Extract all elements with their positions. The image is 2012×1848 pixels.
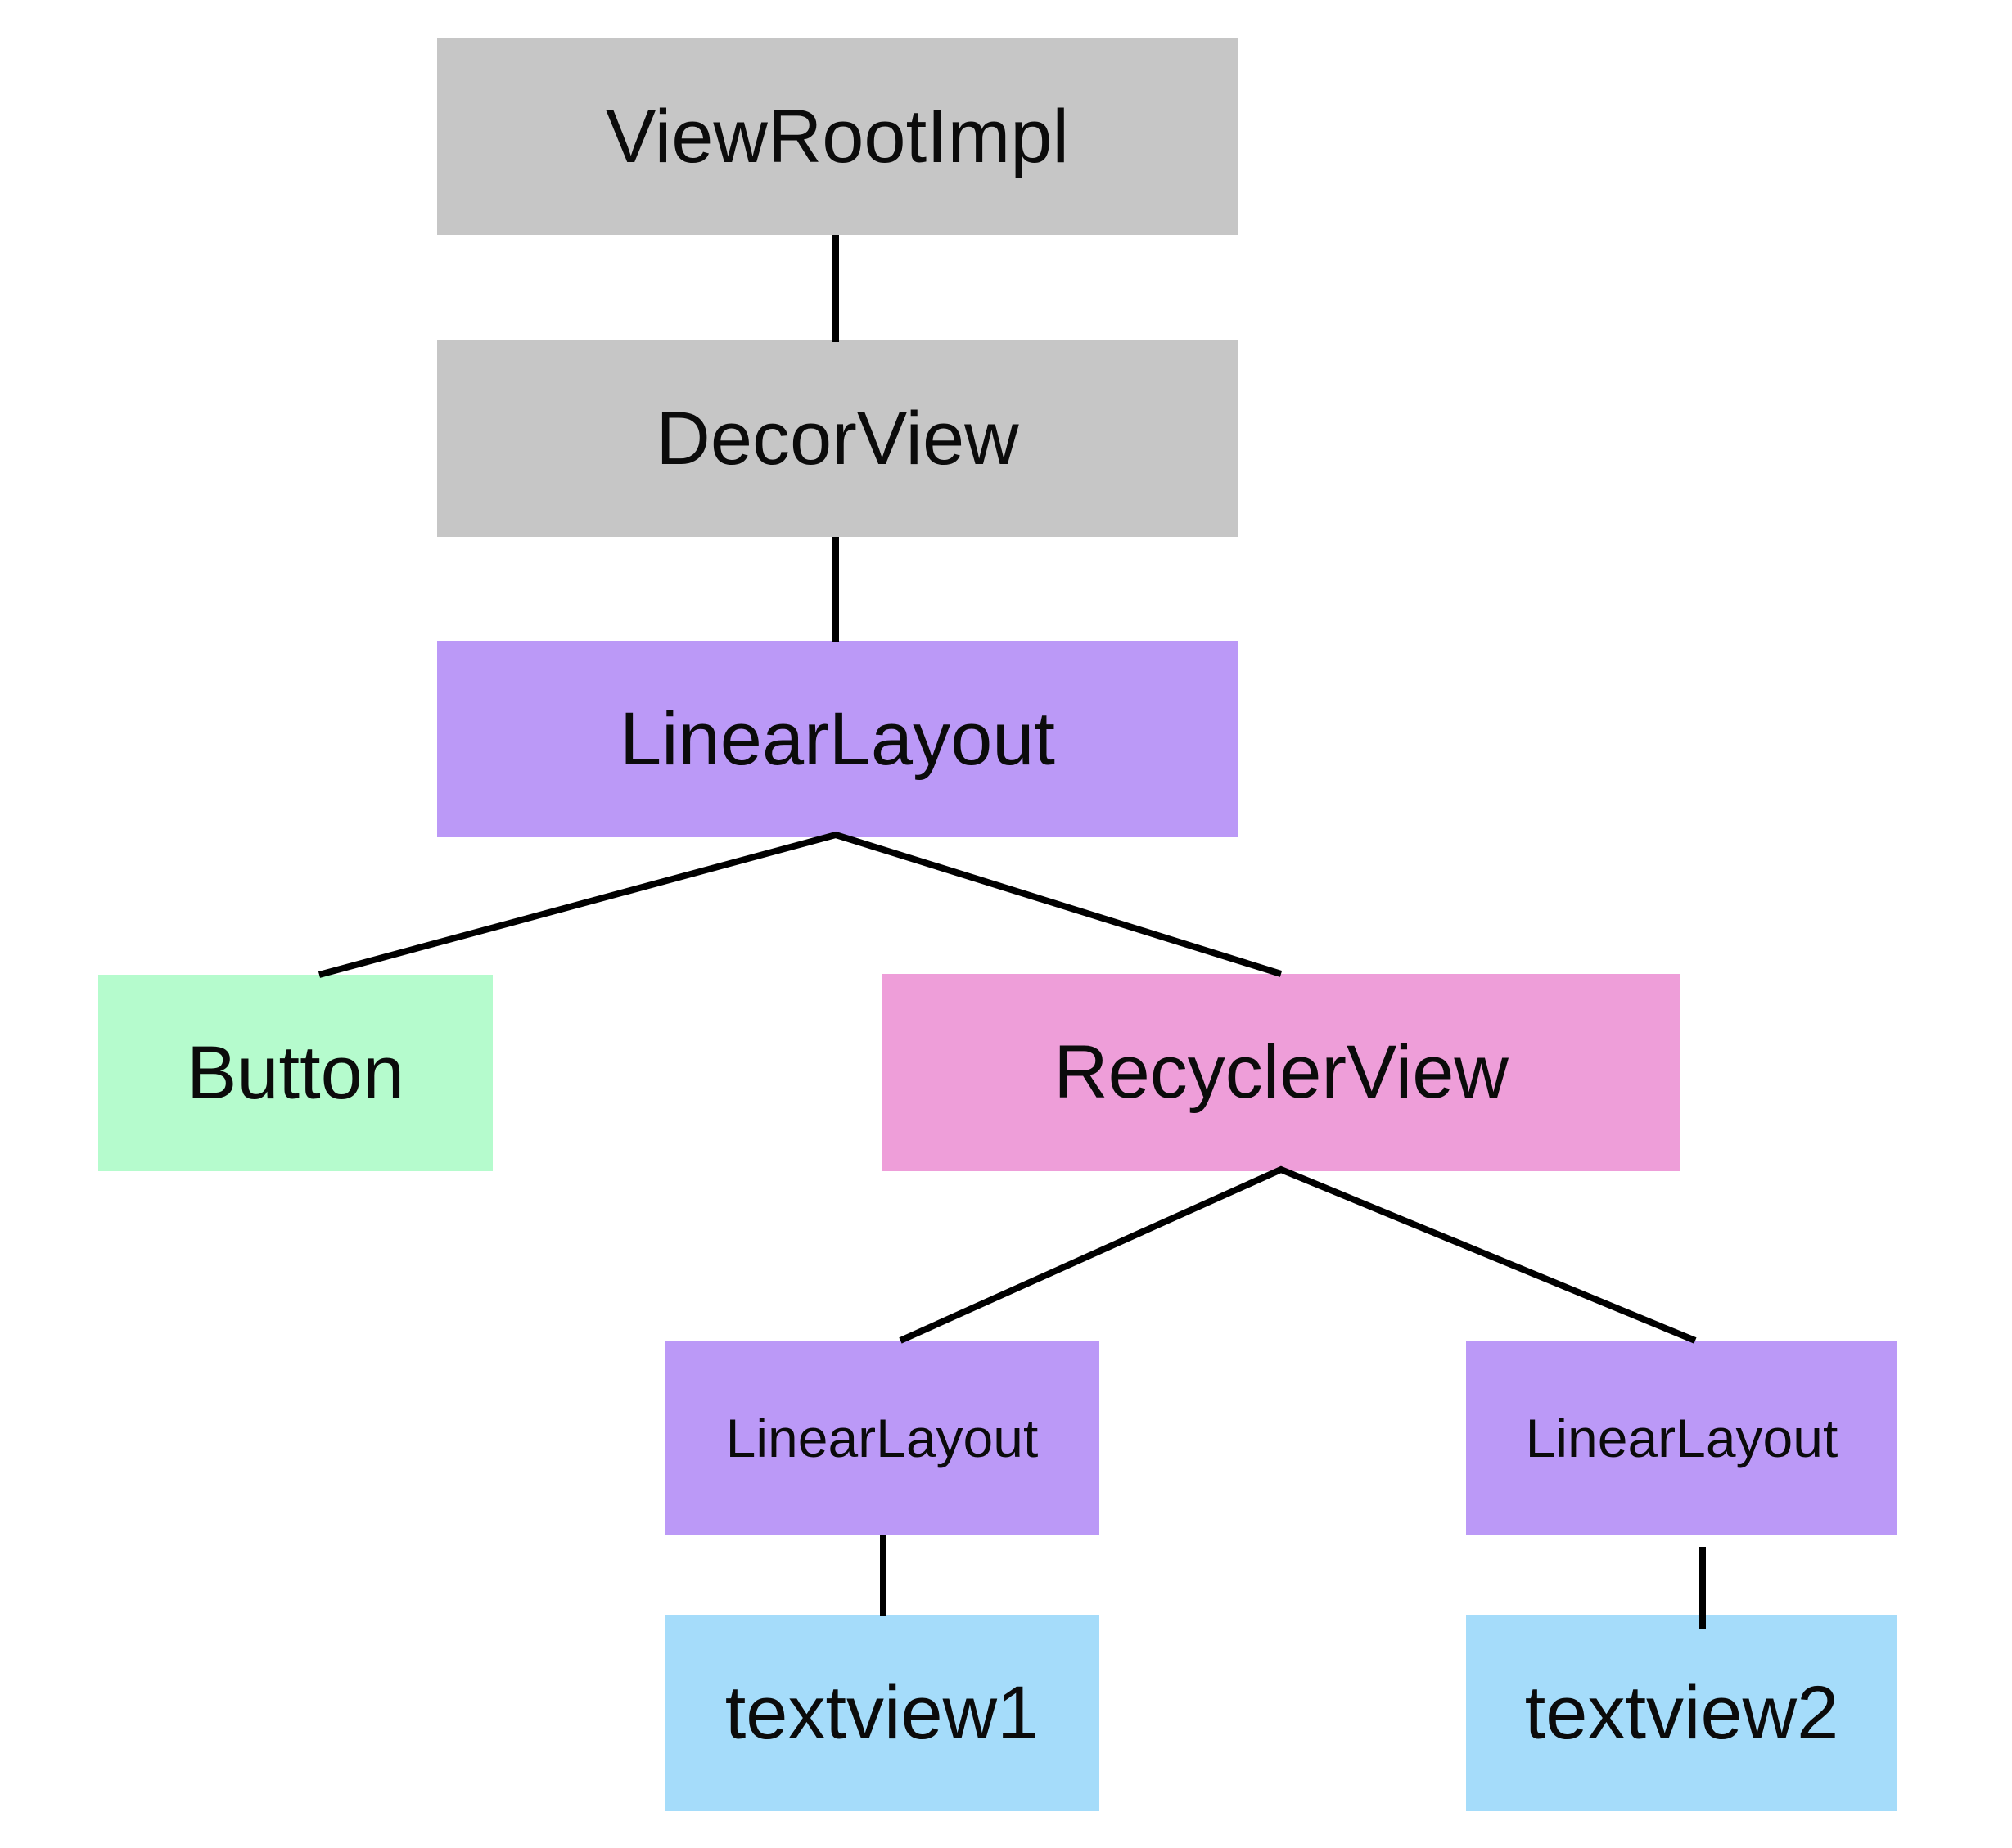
- node-linearlayout-root-label: LinearLayout: [620, 696, 1055, 781]
- connector-linearlayout-children: [318, 831, 1283, 978]
- node-textview1-label: textview1: [724, 1670, 1040, 1755]
- connector-recyclerview-children: [899, 1165, 1697, 1344]
- node-linearlayout-item2-label: LinearLayout: [1525, 1407, 1838, 1468]
- node-viewrootimpl: ViewRootImpl: [437, 38, 1238, 235]
- node-recyclerview: RecyclerView: [882, 974, 1680, 1171]
- node-decorview: DecorView: [437, 340, 1238, 537]
- node-linearlayout-item2: LinearLayout: [1466, 1341, 1897, 1535]
- node-textview2-label: textview2: [1524, 1670, 1839, 1755]
- node-button: Button: [98, 975, 493, 1171]
- node-linearlayout-item1-label: LinearLayout: [725, 1407, 1039, 1468]
- node-linearlayout-root: LinearLayout: [437, 641, 1238, 837]
- node-recyclerview-label: RecyclerView: [1053, 1030, 1509, 1114]
- node-textview1: textview1: [665, 1615, 1099, 1811]
- node-viewrootimpl-label: ViewRootImpl: [606, 94, 1069, 178]
- node-textview2: textview2: [1466, 1615, 1897, 1811]
- node-decorview-label: DecorView: [656, 396, 1019, 480]
- node-button-label: Button: [187, 1030, 404, 1115]
- node-linearlayout-item1: LinearLayout: [665, 1341, 1099, 1535]
